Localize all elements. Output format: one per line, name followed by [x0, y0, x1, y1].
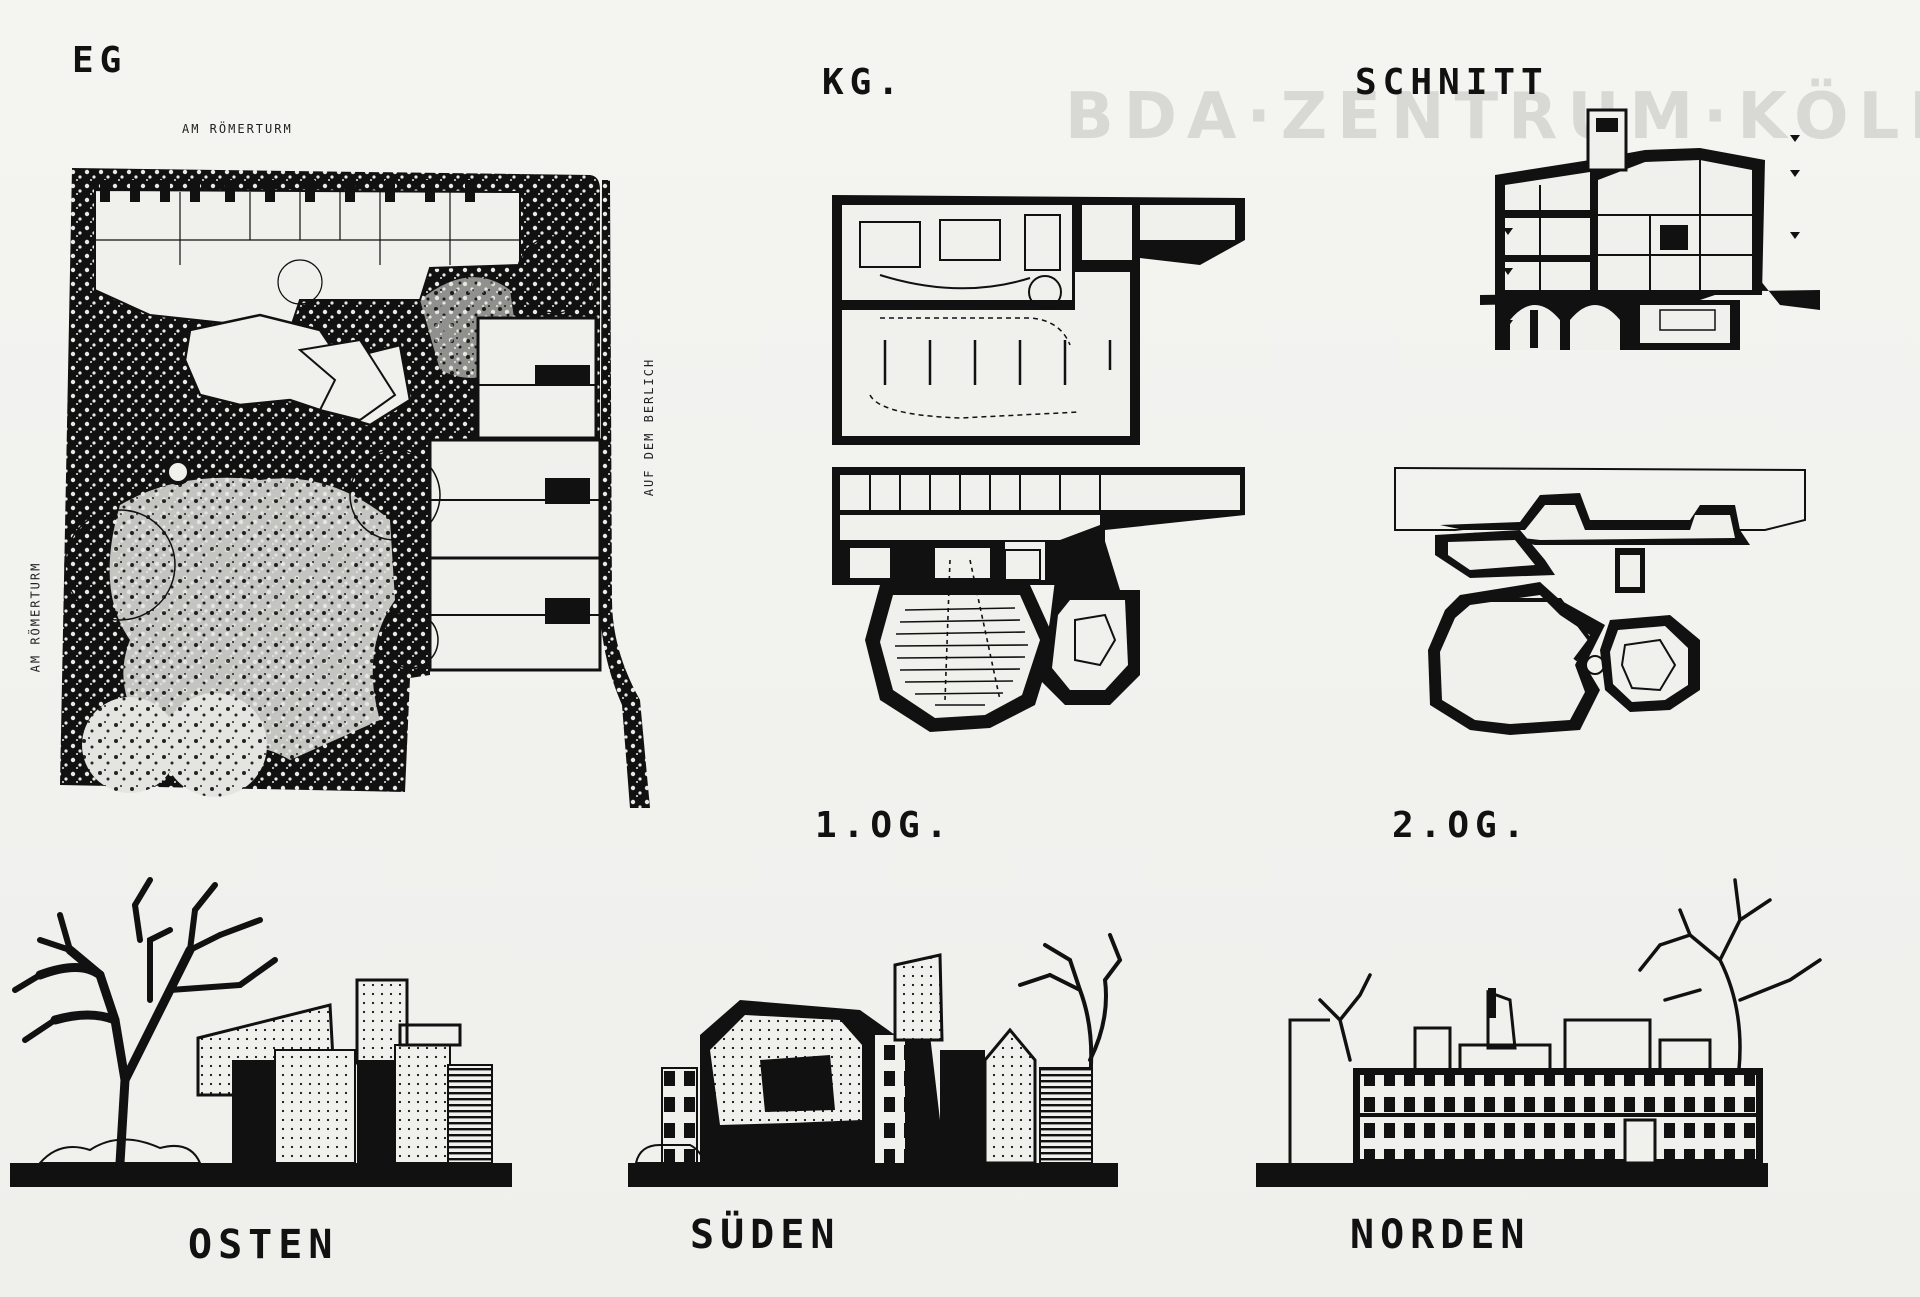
street-label-left: AM RÖMERTURM — [28, 561, 43, 673]
og1-plan — [832, 467, 1245, 732]
label-schnitt: SCHNITT — [1355, 62, 1549, 103]
sueden-elevation — [628, 933, 1122, 1187]
norden-elevation — [1256, 878, 1822, 1187]
label-og2: 2.OG. — [1392, 805, 1531, 846]
label-eg: EG — [72, 40, 128, 81]
ghost-title: BDA·ZENTRUM·KÖLN — [1065, 80, 1920, 154]
eg-site-plan — [60, 168, 650, 808]
label-osten: OSTEN — [188, 1222, 339, 1268]
label-kg: KG. — [822, 62, 906, 103]
schnitt-section — [1480, 108, 1820, 350]
osten-elevation — [10, 877, 512, 1187]
street-label-right: AUF DEM BERLICH — [642, 357, 657, 497]
label-og1: 1.OG. — [815, 805, 954, 846]
kg-plan — [832, 195, 1245, 445]
og2-plan — [1394, 466, 1806, 735]
street-label-top: AM RÖMERTURM — [182, 122, 293, 136]
label-sueden: SÜDEN — [690, 1212, 841, 1258]
label-norden: NORDEN — [1350, 1212, 1531, 1258]
